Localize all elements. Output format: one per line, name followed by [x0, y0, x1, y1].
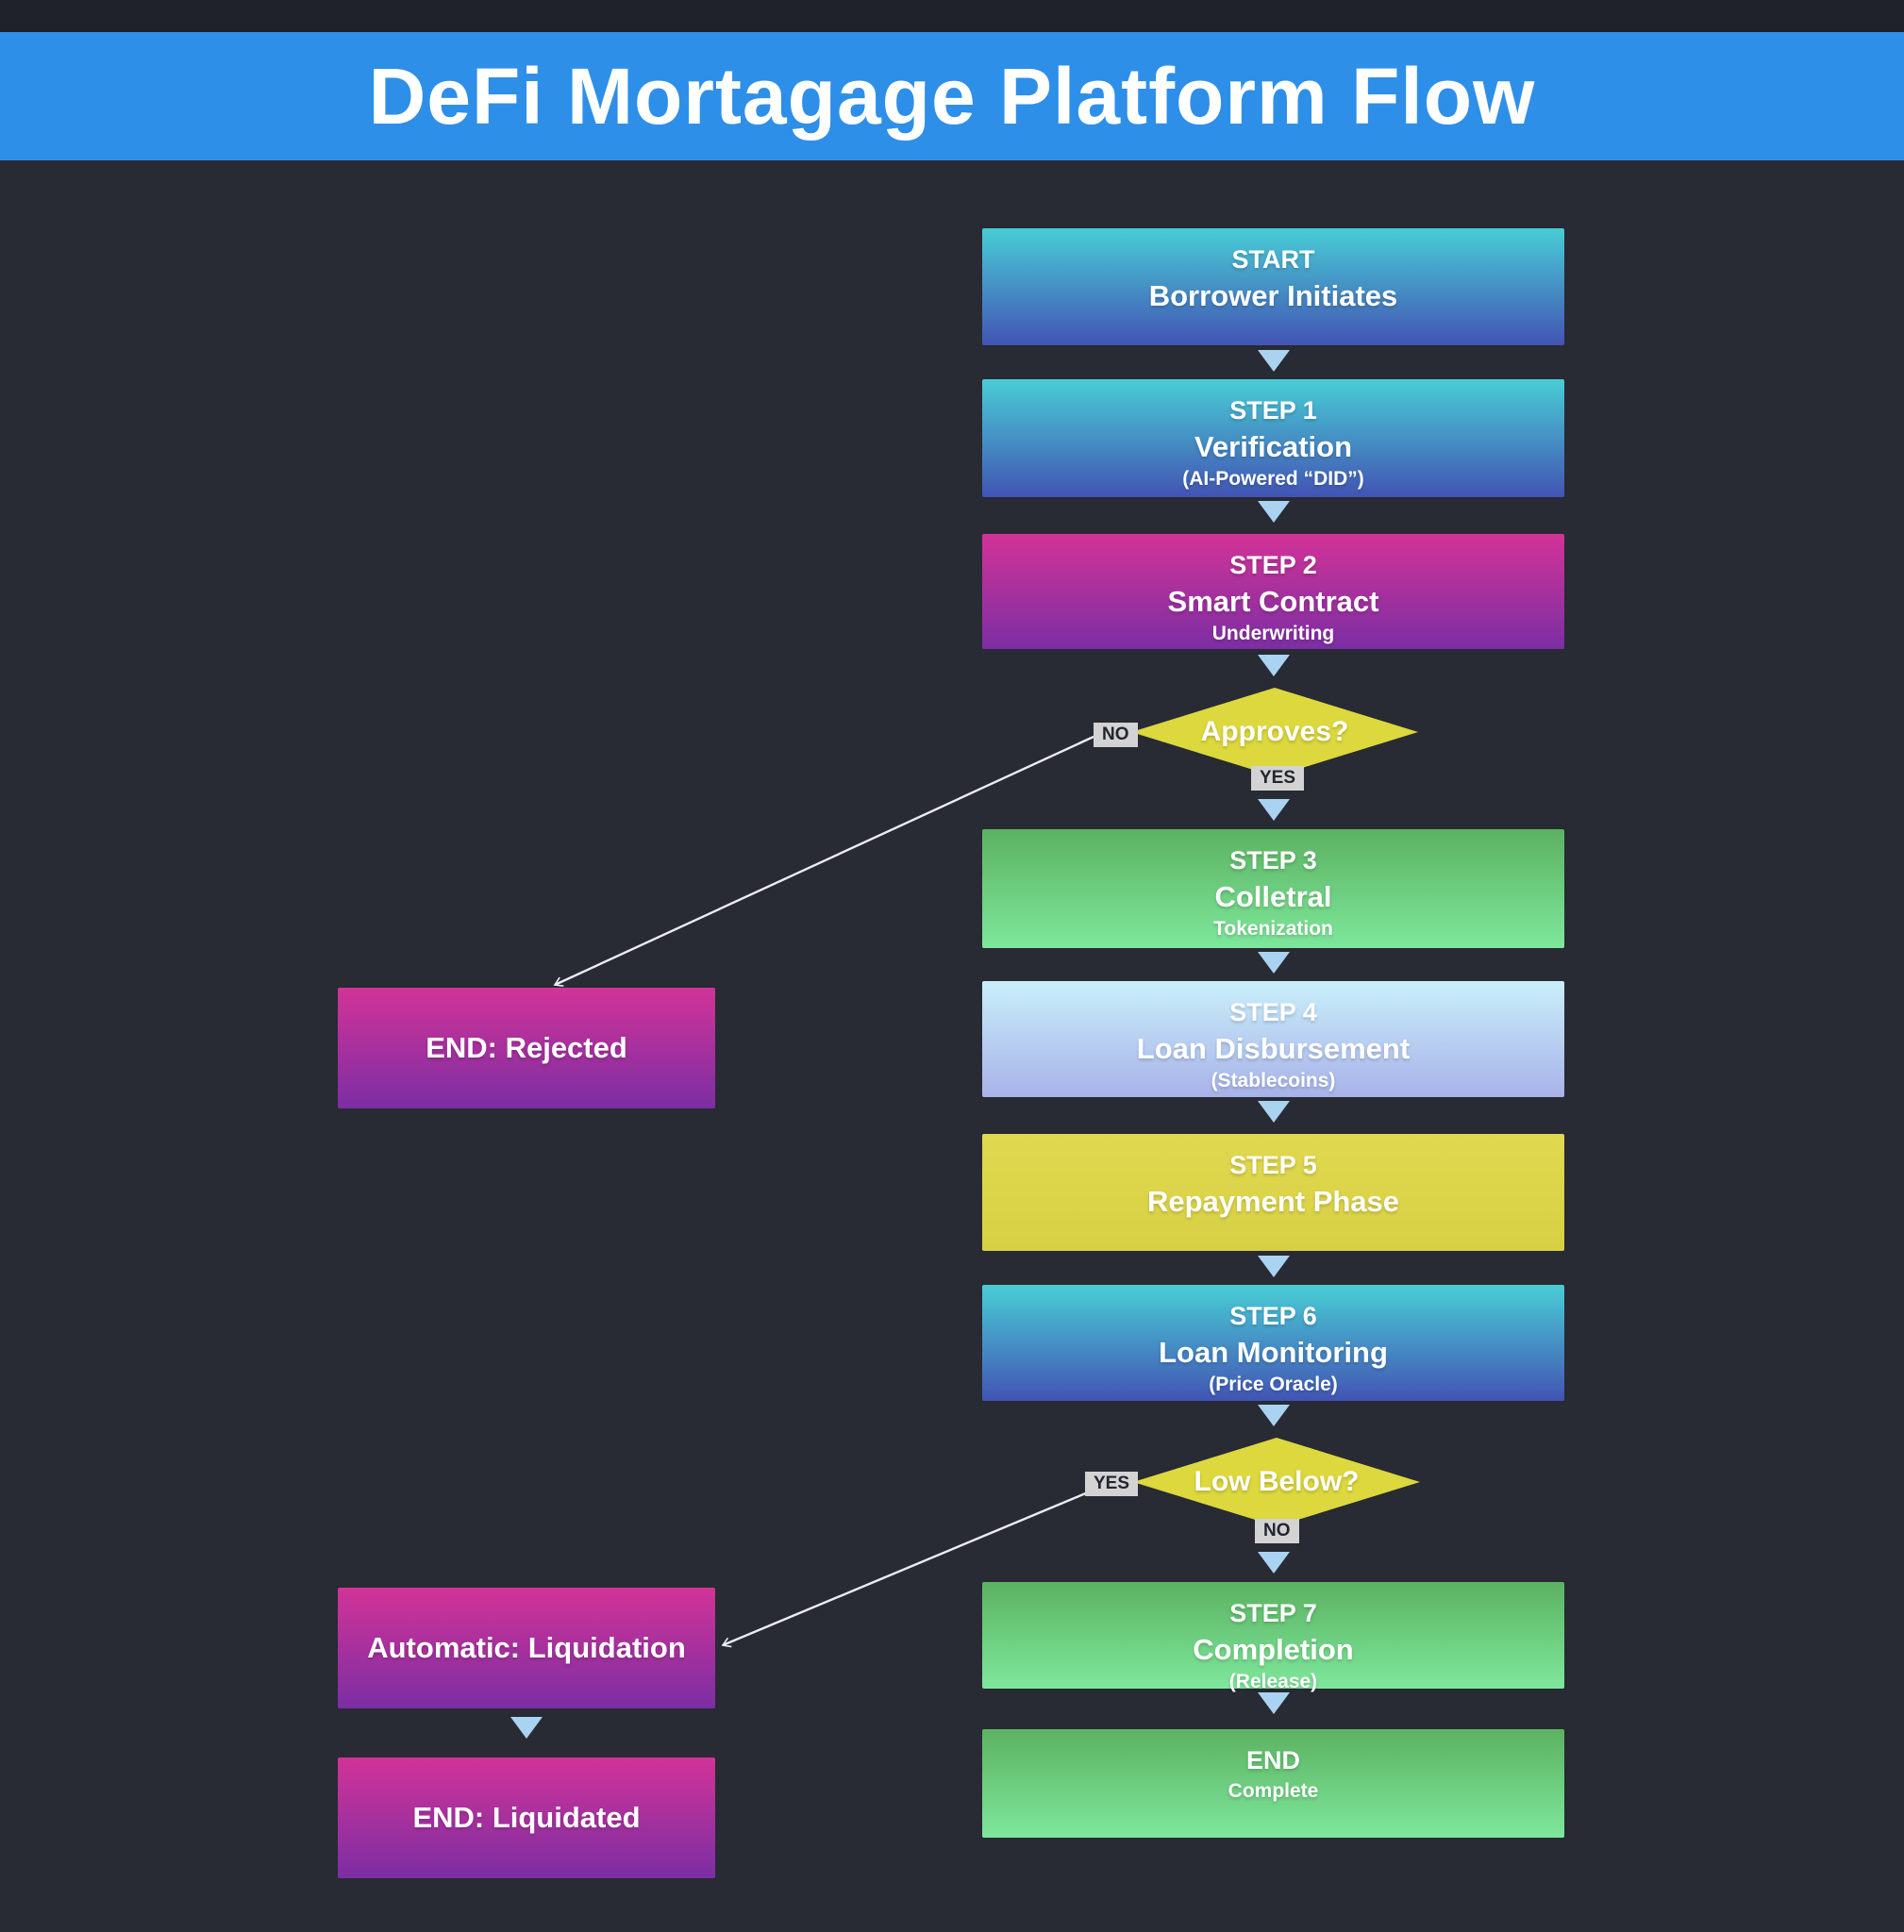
- node-auto-liquidation: Automatic: Liquidation: [338, 1588, 715, 1708]
- arrow-down-icon: [1258, 1405, 1290, 1426]
- node-label: END: Liquidated: [412, 1801, 641, 1834]
- branch-chip-yes: YES: [1085, 1472, 1139, 1496]
- node-step4: STEP 4 Loan Disbursement (Stablecoins): [982, 981, 1564, 1097]
- node-subtitle: (AI-Powered “DID”): [1182, 468, 1364, 490]
- arrow-down-icon: [1258, 501, 1290, 523]
- node-label: Loan Disbursement: [1136, 1032, 1411, 1065]
- node-title: STEP 3: [1229, 846, 1317, 874]
- decision-label: Low Below?: [1194, 1466, 1360, 1497]
- branch-chip-yes: YES: [1251, 766, 1305, 791]
- node-step6: STEP 6 Loan Monitoring (Price Oracle): [982, 1285, 1564, 1401]
- node-label: Completion: [1193, 1633, 1354, 1666]
- node-title: STEP 6: [1229, 1302, 1317, 1330]
- node-step3: STEP 3 Colletral Tokenization: [982, 829, 1564, 948]
- branch-chip-no: NO: [1255, 1519, 1299, 1543]
- node-label: Repayment Phase: [1146, 1185, 1400, 1218]
- node-label: Smart Contract: [1167, 585, 1379, 618]
- node-end-liquidated: END: Liquidated: [338, 1757, 715, 1878]
- node-end-rejected: END: Rejected: [338, 988, 715, 1108]
- node-title: STEP 7: [1229, 1599, 1317, 1627]
- top-strip: [0, 0, 1904, 32]
- node-start: START Borrower Initiates: [982, 228, 1564, 345]
- arrow-down-icon: [1258, 1101, 1290, 1123]
- node-end-complete: END Complete: [982, 1729, 1564, 1838]
- page-title: DeFi Mortagage Platform Flow: [368, 51, 1536, 141]
- title-bar: DeFi Mortagage Platform Flow: [0, 32, 1904, 160]
- node-label: Colletral: [1214, 880, 1332, 913]
- node-step1: STEP 1 Verification (AI-Powered “DID”): [982, 379, 1564, 497]
- node-label: Complete: [1228, 1780, 1319, 1802]
- node-title: STEP 5: [1229, 1151, 1317, 1179]
- node-label: Loan Monitoring: [1159, 1336, 1388, 1369]
- arrow-down-icon: [1258, 1552, 1290, 1574]
- arrow-down-icon: [1258, 1256, 1290, 1277]
- node-title: STEP 2: [1229, 551, 1317, 579]
- node-title: START: [1231, 245, 1315, 274]
- arrow-down-icon: [1258, 799, 1290, 821]
- node-subtitle: (Price Oracle): [1209, 1374, 1338, 1395]
- node-title: STEP 1: [1229, 396, 1317, 425]
- branch-chip-no: NO: [1094, 723, 1138, 747]
- arrow-down-icon: [1258, 350, 1290, 372]
- node-step2: STEP 2 Smart Contract Underwriting: [982, 534, 1564, 649]
- node-subtitle: Tokenization: [1213, 918, 1333, 940]
- arrow-down-icon: [1258, 655, 1290, 676]
- decision-label: Approves?: [1200, 716, 1349, 747]
- arrow-down-icon: [1258, 1692, 1290, 1714]
- node-title: END: [1245, 1746, 1300, 1774]
- arrow-down-icon: [1258, 952, 1290, 974]
- node-label: Verification: [1194, 430, 1353, 463]
- node-title: STEP 4: [1229, 998, 1317, 1026]
- node-step7: STEP 7 Completion (Release): [982, 1582, 1564, 1692]
- node-subtitle: (Release): [1228, 1671, 1318, 1692]
- node-label: END: Rejected: [426, 1031, 627, 1064]
- connector-no-rejected-line: [553, 735, 1094, 987]
- node-subtitle: Underwriting: [1211, 623, 1335, 644]
- node-step5: STEP 5 Repayment Phase: [982, 1134, 1564, 1251]
- node-subtitle: (Stablecoins): [1211, 1070, 1336, 1091]
- node-label: Automatic: Liquidation: [367, 1631, 686, 1664]
- node-label: Borrower Initiates: [1148, 279, 1398, 312]
- arrow-down-icon: [510, 1717, 543, 1739]
- connector-yes-liquidation-line: [721, 1491, 1089, 1648]
